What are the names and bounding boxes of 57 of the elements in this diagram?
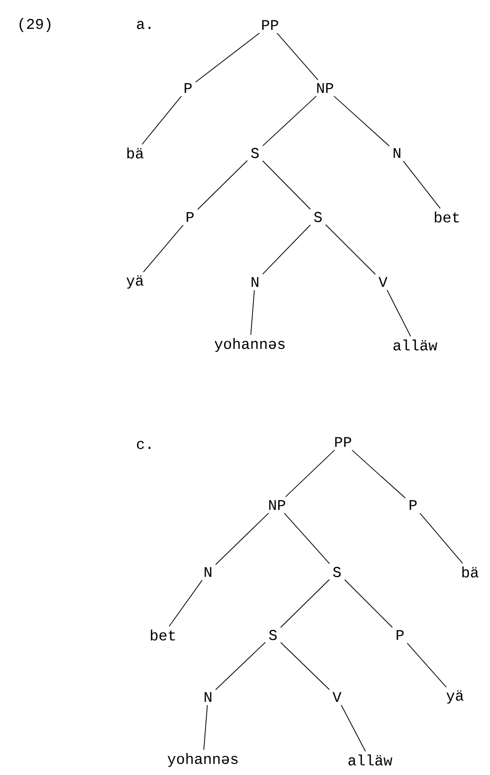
word-label: alläw [394, 340, 438, 350]
tree-branch [215, 642, 266, 690]
word-label: bä [462, 566, 478, 578]
tree-branch [420, 512, 464, 564]
word-label: bet [434, 212, 459, 222]
tree-branch [285, 450, 335, 498]
category-label: P [396, 630, 404, 640]
category-label: S [314, 212, 322, 222]
category-label: N [204, 692, 212, 702]
category-label: PP [262, 20, 278, 30]
category-label: N [252, 277, 258, 287]
category-label: S [269, 630, 277, 640]
tree-branch [340, 704, 366, 752]
tree-branch [262, 224, 311, 274]
tree-branch [280, 579, 330, 628]
tree-branch [197, 160, 248, 210]
tree-branch [250, 290, 255, 336]
category-label: V [378, 277, 388, 287]
tree-branch [195, 32, 260, 83]
tree-branch [284, 512, 330, 564]
tree-branch [168, 580, 203, 627]
category-label: N [394, 148, 400, 158]
tree-branch [334, 96, 390, 146]
tree-branch [280, 642, 330, 690]
example-label: c. [136, 440, 150, 450]
word-label: yohannəs [168, 753, 238, 767]
word-label: alläw [348, 754, 392, 766]
tree-branch [262, 96, 317, 146]
example-label: (29) [20, 18, 50, 32]
category-label: P [410, 500, 417, 510]
tree-branch [325, 224, 376, 275]
category-label: NP [269, 500, 286, 510]
category-label: N [204, 567, 212, 577]
category-label: P [184, 83, 192, 93]
category-label: NP [317, 83, 334, 93]
tree-branch [386, 290, 411, 337]
tree-branch [344, 579, 393, 628]
tree-branch [142, 224, 184, 273]
word-label: yä [446, 690, 464, 704]
category-label: P [186, 212, 194, 222]
word-label: yä [126, 275, 144, 289]
word-label: yohannəs [214, 338, 285, 352]
example-label: a. [136, 20, 150, 30]
word-label: bet [150, 630, 175, 640]
tree-branch [276, 32, 318, 80]
category-label: S [333, 566, 341, 578]
word-label: bä [127, 148, 144, 158]
tree-branch [352, 450, 406, 498]
tree-branch [215, 512, 270, 565]
category-label: PP [335, 437, 352, 447]
tree-branch [142, 96, 182, 145]
tree-branch [203, 704, 208, 750]
category-label: V [332, 692, 342, 702]
category-label: S [251, 148, 259, 158]
tree-branch [402, 160, 441, 209]
tree-branch [262, 160, 311, 210]
tree-branch [406, 642, 447, 688]
